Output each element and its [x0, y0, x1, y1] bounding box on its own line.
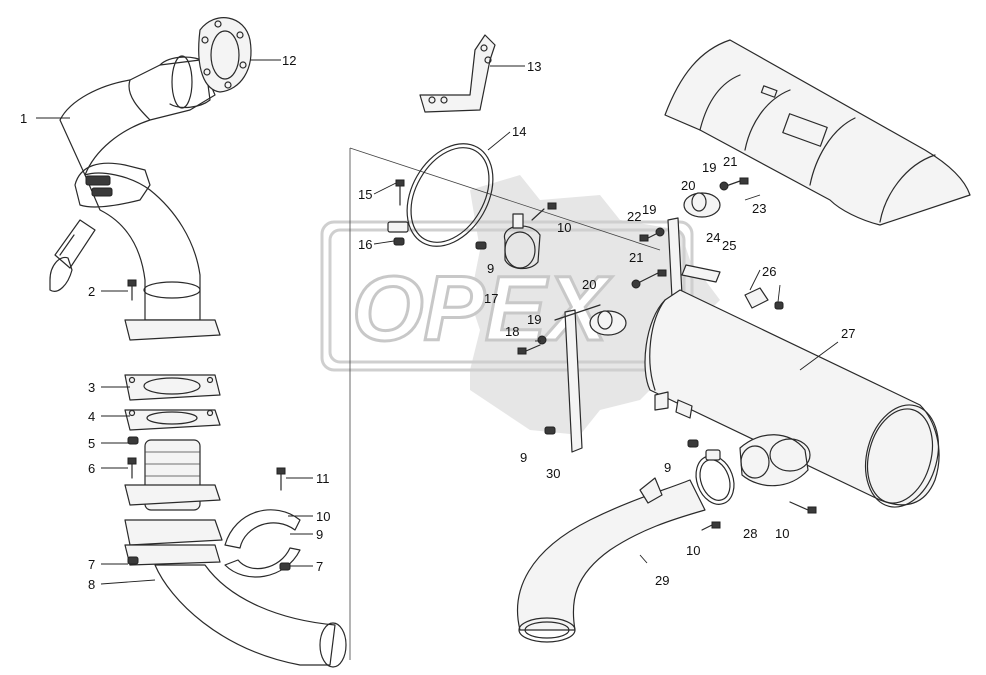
callout-10-right: 10	[775, 526, 789, 541]
callout-26: 26	[762, 264, 776, 279]
callout-3: 3	[88, 380, 95, 395]
part-12-flange	[198, 17, 252, 93]
part-9-nut-center	[475, 241, 487, 250]
callout-10-left: 10	[316, 509, 330, 524]
part-14-band-clamp	[387, 143, 494, 247]
callout-6: 6	[88, 461, 95, 476]
part-2-bolt	[127, 279, 137, 301]
callout-16: 16	[358, 237, 372, 252]
part-6-bolt	[127, 457, 137, 479]
callout-29: 29	[655, 573, 669, 588]
part-17-clamp	[503, 213, 541, 270]
callout-15: 15	[358, 187, 372, 202]
callout-4: 4	[88, 409, 95, 424]
callout-labels: 1 2 3 4 5 6 7 8 12 13 14 15 16 9 17 10 1…	[20, 53, 855, 592]
callout-7-left: 7	[88, 557, 95, 572]
callout-20-upper: 20	[681, 178, 695, 193]
callout-18: 18	[505, 324, 519, 339]
callout-13: 13	[527, 59, 541, 74]
callout-28: 28	[743, 526, 757, 541]
part-13-bracket	[419, 34, 496, 113]
callout-21-mid: 21	[629, 250, 643, 265]
part-10-bolt-28	[789, 501, 817, 514]
callout-24: 24	[706, 230, 720, 245]
part-bracket-lower-muffler	[654, 391, 693, 419]
part-connector-tube	[739, 434, 811, 487]
callout-19-top: 19	[702, 160, 716, 175]
part-19-washer-upper	[655, 227, 665, 237]
callout-27: 27	[841, 326, 855, 341]
part-8-lower-pipe	[154, 564, 347, 668]
part-23-heat-shield	[664, 39, 971, 226]
callout-30: 30	[546, 466, 560, 481]
part-19-washer-upper-2	[719, 181, 729, 191]
callout-25: 25	[722, 238, 736, 253]
part-19-washer	[537, 335, 547, 345]
callout-1: 1	[20, 111, 27, 126]
callout-9-left: 9	[316, 527, 323, 542]
callout-10-bottom: 10	[686, 543, 700, 558]
part-bellows	[124, 439, 223, 566]
part-10-clamp-left	[224, 467, 301, 578]
leader-lines	[36, 59, 839, 585]
callout-20-lower: 20	[582, 277, 596, 292]
part-18-bolt	[517, 344, 541, 355]
callout-11: 11	[316, 471, 330, 486]
part-9-nut-28	[687, 439, 699, 448]
part-19-washer-mid	[631, 279, 641, 289]
callout-12: 12	[282, 53, 296, 68]
callout-8: 8	[88, 577, 95, 592]
callout-22: 22	[627, 209, 641, 224]
part-27-muffler	[644, 289, 940, 508]
part-16-nut	[393, 237, 405, 246]
callout-17: 17	[484, 291, 498, 306]
callout-10-center: 10	[557, 220, 571, 235]
callout-21-upper: 21	[723, 154, 737, 169]
part-1-bent-pipe	[49, 55, 216, 321]
part-5-nut	[127, 436, 139, 445]
part-20-isolator	[589, 310, 627, 336]
callout-9-bottom: 9	[520, 450, 527, 465]
callout-23: 23	[752, 201, 766, 216]
callout-9-right: 9	[664, 460, 671, 475]
part-9-nut-30	[544, 426, 556, 435]
part-7-nut	[127, 556, 139, 565]
part-10-bolt-29	[701, 521, 721, 531]
callout-19-lower: 19	[527, 312, 541, 327]
part-15-bolt	[395, 179, 405, 206]
part-30-strap	[554, 304, 601, 453]
part-21-bolt-mid	[639, 269, 667, 283]
part-29-tail-pipe	[516, 477, 706, 643]
reference-line-2	[349, 147, 661, 251]
part-28-clamp	[695, 449, 735, 505]
part-26-clip	[744, 287, 784, 310]
callout-9-center: 9	[487, 261, 494, 276]
callout-7-bottom: 7	[316, 559, 323, 574]
part-10-bolt-center	[531, 202, 557, 221]
part-21-bolt-upper	[725, 177, 749, 187]
callout-19-upper: 19	[642, 202, 656, 217]
callout-14: 14	[512, 124, 526, 139]
callout-5: 5	[88, 436, 95, 451]
callout-2: 2	[88, 284, 95, 299]
part-20-isolator-upper	[683, 192, 721, 218]
part-3-4-flanges	[124, 319, 221, 431]
